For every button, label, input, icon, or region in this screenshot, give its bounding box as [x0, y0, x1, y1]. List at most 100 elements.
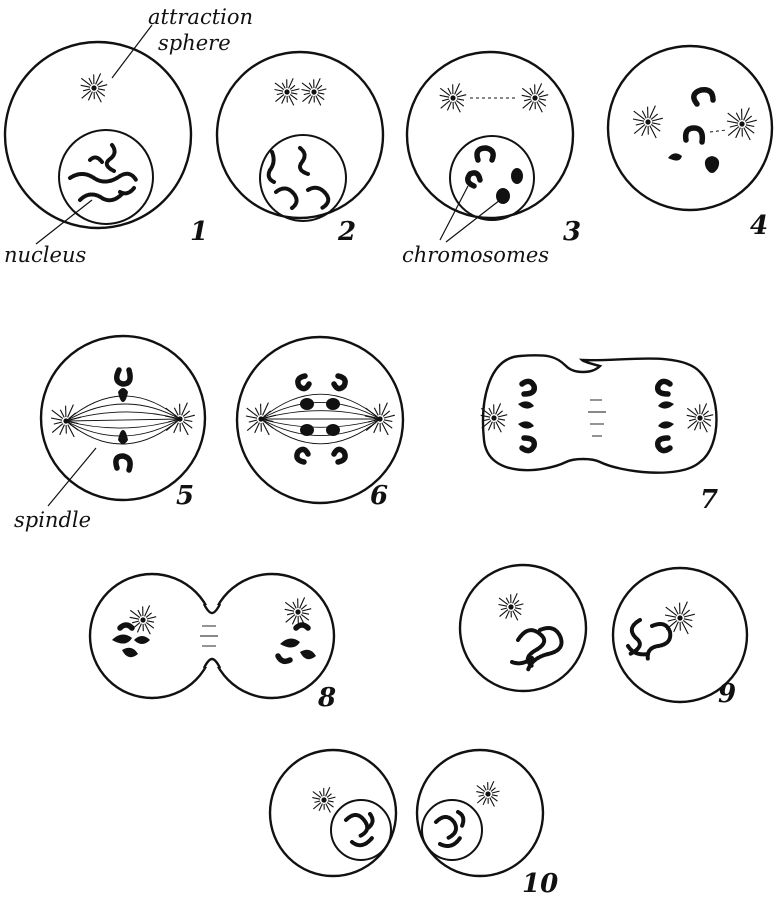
aster-ray: [491, 796, 497, 801]
aster-ray: [327, 802, 333, 807]
midbody-lines: [588, 400, 606, 436]
aster-ray: [83, 89, 90, 91]
cell-left: [460, 565, 586, 691]
aster-ray: [97, 81, 103, 86]
aster-ray: [483, 798, 486, 805]
aster-ray: [515, 608, 521, 609]
aster-ray: [383, 411, 390, 417]
aster-ray: [440, 95, 449, 97]
cell-left: [90, 574, 214, 698]
aster-ray: [514, 609, 521, 614]
aster-ray: [98, 85, 107, 87]
aster-ray: [704, 419, 711, 420]
centrosome-dot: [91, 85, 96, 90]
aster-ray: [292, 616, 296, 625]
aster-left: [275, 78, 300, 105]
centrosome-dot: [140, 617, 145, 622]
aster-ray: [60, 410, 64, 418]
aster-ray: [456, 91, 462, 96]
aster-ray: [683, 610, 690, 616]
aster-ray: [309, 96, 313, 104]
chromatin-threads: [346, 812, 463, 846]
cell-right: [210, 574, 334, 698]
attraction-label: attraction: [148, 5, 253, 29]
aster-ray: [746, 125, 754, 127]
centrosome-dot: [697, 415, 702, 420]
stage-4: 4: [608, 46, 772, 241]
centrosome-dot: [485, 791, 490, 796]
spindle-label: spindle: [14, 508, 91, 532]
aster-ray: [498, 419, 505, 420]
centrosome-dot: [311, 89, 316, 94]
attraction-leader: [112, 25, 152, 78]
aster-ray: [88, 92, 92, 101]
aster-ray: [497, 411, 503, 416]
aster-ray: [318, 89, 327, 91]
nucleus-left: [331, 800, 391, 860]
aster-ray: [318, 93, 324, 94]
aster-ray: [684, 619, 692, 621]
aster-left: [499, 593, 524, 620]
aster-ray: [54, 422, 62, 424]
aster-ray: [499, 605, 508, 607]
aster-ray: [275, 90, 284, 92]
stage-number: 5: [176, 481, 194, 511]
aster-ray: [327, 794, 331, 798]
cell-right: [417, 750, 543, 876]
aster-ray: [636, 123, 644, 125]
aster-ray: [328, 801, 334, 802]
centrosome-dot: [284, 89, 289, 94]
aster-ray: [633, 119, 644, 121]
stage-number: 2: [337, 217, 356, 247]
stage-7: 7: [481, 355, 718, 515]
aster-ray: [317, 94, 324, 99]
aster-ray: [132, 621, 139, 623]
centrosome-dot: [321, 797, 326, 802]
stage-5: spindle 5: [14, 336, 205, 532]
stage-number: 8: [317, 683, 336, 713]
aster-ray: [312, 798, 320, 800]
aster-ray: [488, 422, 492, 431]
aster-ray: [448, 88, 451, 94]
centrosome-dot: [677, 615, 682, 620]
aster-ray: [374, 408, 378, 416]
aster-ray: [249, 420, 257, 422]
aster-ray: [457, 99, 464, 100]
aster-ray: [51, 418, 62, 420]
aster-ray: [704, 415, 713, 417]
nucleus-label: nucleus: [4, 243, 86, 267]
aster-ray: [489, 408, 492, 414]
aster-ray: [498, 415, 507, 417]
aster-right: [302, 78, 327, 105]
attraction-sphere: [81, 73, 108, 102]
aster-ray: [457, 95, 466, 97]
aster-ray: [492, 795, 498, 796]
aster-ray: [282, 96, 286, 104]
aster-ray: [522, 95, 531, 97]
aster-ray: [687, 415, 696, 417]
stage-1: attraction sphere nucleus 1: [4, 5, 253, 267]
aster-ray: [730, 125, 738, 127]
stage-2: 2: [217, 52, 383, 247]
cell-outline-dumbbell: [483, 355, 716, 472]
aster-ray: [174, 408, 178, 416]
aster-right: [687, 403, 714, 432]
spindle-fiber: [261, 419, 380, 444]
aster-right: [285, 597, 312, 626]
centrosome-dot: [491, 415, 496, 420]
spindle-fiber: [261, 419, 380, 427]
aster-ray: [328, 797, 336, 799]
aster-ray: [476, 792, 484, 794]
stage-9: 9: [460, 565, 747, 709]
aster-left: [312, 787, 335, 812]
aster-ray: [146, 613, 152, 618]
chromatin-threads: [512, 620, 670, 670]
aster-ray: [668, 619, 676, 621]
stage-number: 6: [370, 481, 388, 511]
aster-ray: [484, 785, 487, 790]
aster-ray: [703, 411, 709, 416]
cell-outline: [407, 52, 573, 218]
aster-ray: [529, 102, 533, 111]
aster-ray: [745, 116, 752, 122]
aster-ray: [138, 610, 141, 616]
